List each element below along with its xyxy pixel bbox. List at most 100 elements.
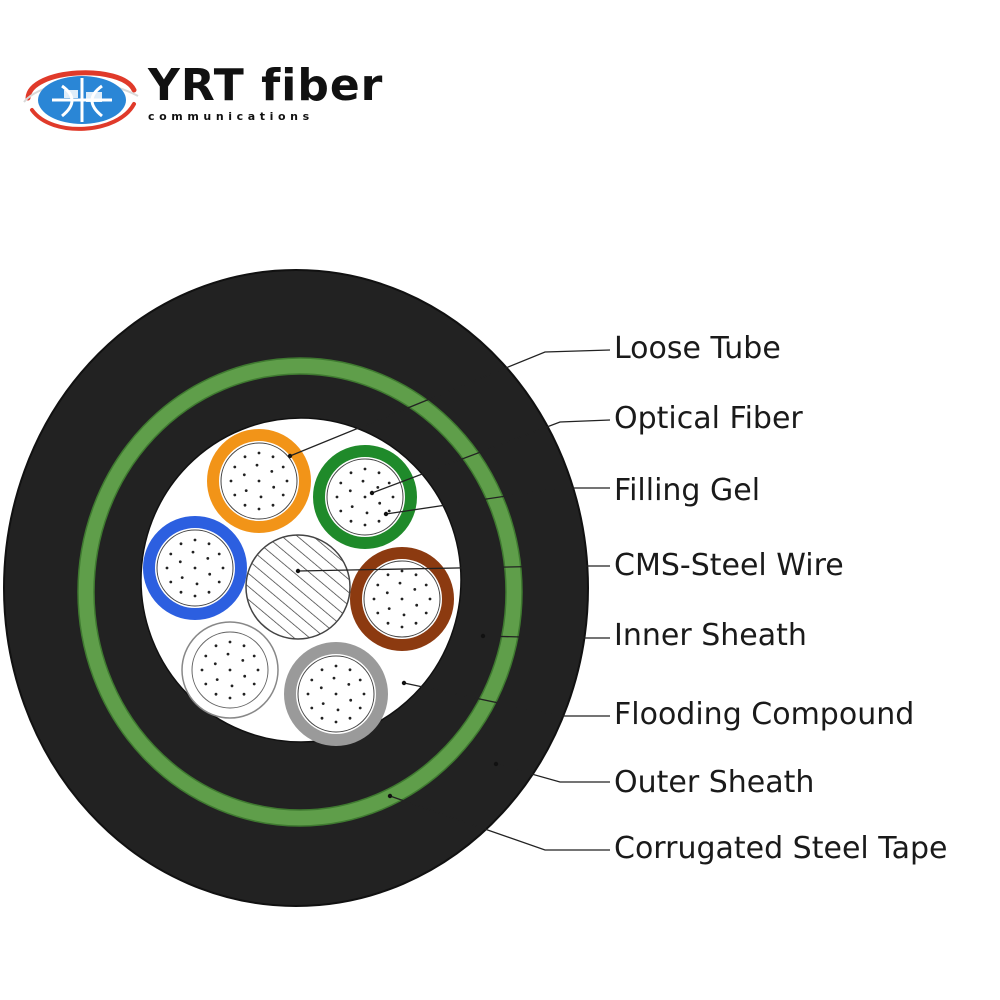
fiber-dot bbox=[256, 668, 260, 672]
fiber-dot bbox=[387, 481, 391, 485]
globe-icon bbox=[23, 70, 139, 131]
fiber-dot bbox=[348, 668, 352, 672]
fiber-dot bbox=[414, 621, 418, 625]
fiber-dot bbox=[310, 706, 314, 710]
fiber-dot bbox=[377, 471, 381, 475]
fiber-dot bbox=[230, 684, 234, 688]
fiber-dot bbox=[334, 664, 338, 668]
label-corrugated-steel-tape: Corrugated Steel Tape bbox=[614, 831, 948, 866]
fiber-dot bbox=[398, 581, 402, 585]
leader-outer-sheath bbox=[495, 763, 610, 783]
label-filling-gel: Filling Gel bbox=[614, 473, 761, 508]
fiber-dot bbox=[228, 640, 232, 644]
fiber-dot bbox=[387, 509, 391, 513]
fiber-dot bbox=[207, 542, 211, 546]
fiber-dot bbox=[255, 463, 259, 467]
fiber-dot bbox=[349, 698, 353, 702]
fiber-dot bbox=[217, 580, 221, 584]
fiber-dot bbox=[320, 668, 324, 672]
fiber-dot bbox=[229, 479, 233, 483]
fiber-dot bbox=[179, 542, 183, 546]
fiber-dot bbox=[350, 505, 354, 508]
fiber-dot bbox=[347, 683, 351, 686]
fiber-dot bbox=[221, 566, 225, 570]
fiber-dot bbox=[362, 692, 366, 696]
fiber-dot bbox=[270, 470, 274, 473]
fiber-dot bbox=[310, 678, 314, 682]
fiber-dot bbox=[243, 455, 247, 459]
leader-flooding-compound bbox=[403, 682, 610, 717]
fiber-dot bbox=[402, 613, 406, 617]
leader-optical-fiber bbox=[371, 419, 611, 494]
fiber-dot bbox=[424, 583, 428, 587]
fiber-dot bbox=[413, 588, 417, 591]
fiber-dot bbox=[349, 471, 353, 475]
fiber-dot bbox=[281, 493, 285, 497]
fiber-dot bbox=[228, 696, 232, 700]
fiber-dot bbox=[178, 560, 182, 564]
fiber-dot bbox=[358, 706, 362, 710]
fiber-dot bbox=[179, 590, 183, 594]
fiber-dot bbox=[242, 644, 246, 648]
fiber-dot bbox=[376, 583, 380, 587]
brand-logo: YRT fiber communications bbox=[22, 60, 422, 140]
fiber-dot bbox=[363, 523, 367, 527]
fiber-dot bbox=[257, 507, 261, 511]
fiber-dot bbox=[217, 552, 221, 556]
fiber-dot bbox=[361, 479, 365, 483]
fiber-dot bbox=[252, 682, 256, 686]
leader-lines bbox=[289, 349, 611, 851]
cms-steel-wire bbox=[245, 534, 351, 640]
fiber-dot bbox=[400, 625, 404, 629]
fiber-dot bbox=[372, 597, 376, 601]
fiber-dot bbox=[348, 716, 352, 720]
label-inner-sheath: Inner Sheath bbox=[614, 618, 807, 653]
fiber-dot bbox=[169, 580, 173, 584]
fiber-dot bbox=[272, 485, 276, 489]
fiber-dot bbox=[424, 611, 428, 615]
fiber-dot bbox=[386, 621, 390, 625]
fiber-dot bbox=[169, 552, 173, 556]
leader-corrugated-steel-tape bbox=[389, 795, 610, 851]
leader-loose-tube bbox=[289, 349, 611, 457]
fiber-dot bbox=[207, 590, 211, 594]
fiber-dot bbox=[378, 501, 382, 505]
fiber-dot bbox=[400, 597, 404, 601]
fiber-dot bbox=[376, 611, 380, 615]
label-outer-sheath: Outer Sheath bbox=[614, 765, 815, 800]
fiber-dot bbox=[285, 479, 289, 483]
fiber-dot bbox=[271, 455, 275, 459]
fiber-dot bbox=[257, 451, 261, 455]
corrugated-steel-tape bbox=[78, 358, 522, 826]
fiber-dot bbox=[213, 662, 217, 666]
fiber-dot bbox=[193, 566, 197, 570]
fiber-dot bbox=[428, 597, 432, 601]
fiber-dot bbox=[281, 465, 285, 469]
fiber-dot bbox=[204, 682, 208, 686]
fiber-dot bbox=[206, 557, 210, 560]
brand-tagline: communications bbox=[148, 110, 314, 123]
fiber-dot bbox=[193, 538, 197, 542]
label-cms-steel-wire: CMS-Steel Wire bbox=[614, 548, 844, 583]
fiber-dot bbox=[363, 467, 367, 471]
fiber-dot bbox=[334, 692, 338, 696]
fiber-dot bbox=[208, 572, 212, 576]
fiber-dot bbox=[321, 702, 325, 705]
leader-cms-steel-wire bbox=[297, 565, 610, 572]
fiber-dot bbox=[339, 509, 343, 513]
fiber-dot bbox=[387, 607, 391, 610]
leader-filling-gel bbox=[385, 487, 610, 515]
fiber-dot bbox=[214, 644, 218, 648]
fiber-dot bbox=[244, 489, 248, 492]
fiber-dot bbox=[391, 495, 395, 499]
fiber-dot bbox=[191, 550, 195, 554]
fiber-dot bbox=[243, 674, 247, 678]
label-flooding-compound: Flooding Compound bbox=[614, 697, 915, 732]
fiber-dot bbox=[165, 566, 169, 570]
fiber-dot bbox=[252, 654, 256, 658]
fiber-dot bbox=[348, 489, 352, 493]
fiber-dot bbox=[334, 720, 338, 724]
fiber-dot bbox=[259, 495, 263, 499]
fiber-dot bbox=[180, 576, 184, 579]
